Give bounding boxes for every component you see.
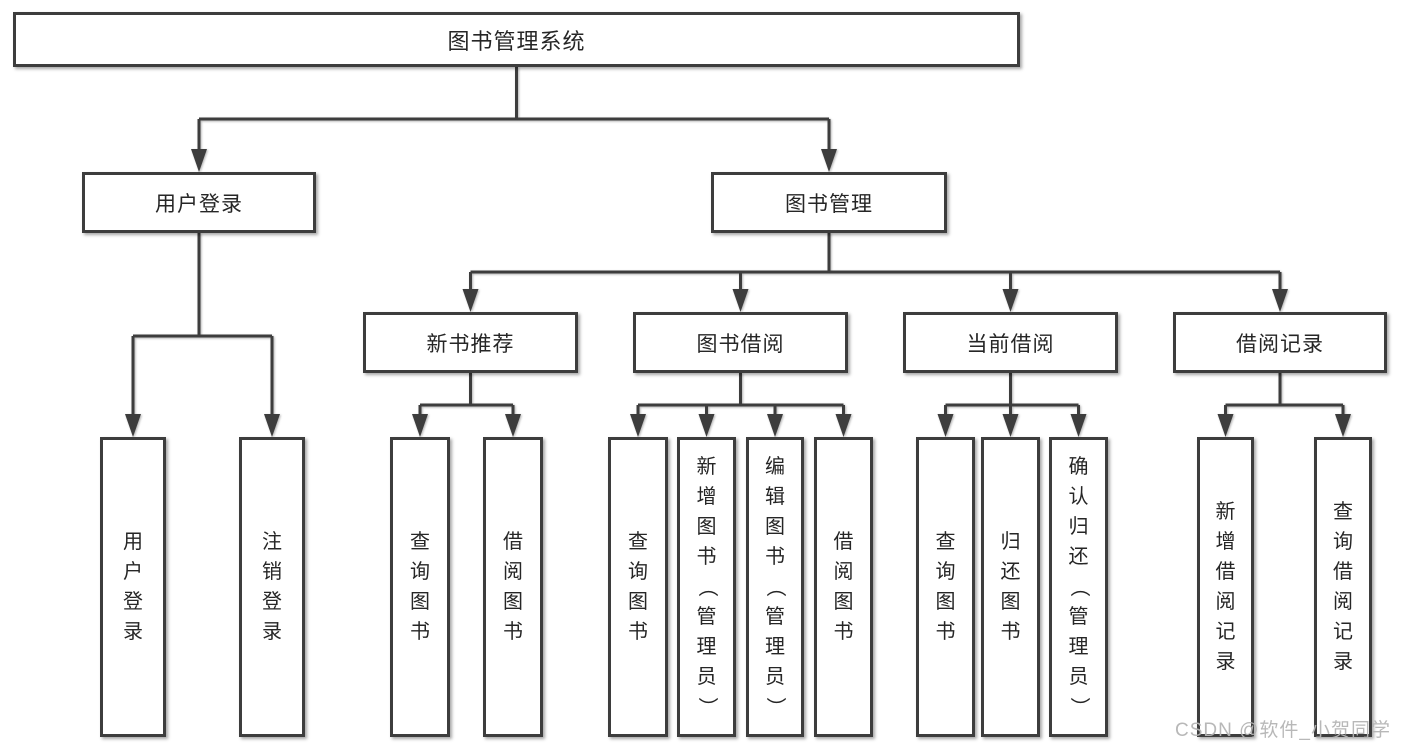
node-borrow-books-recommend: 借阅图书 bbox=[483, 437, 543, 737]
node-book-management: 图书管理 bbox=[711, 172, 947, 233]
node-label: 用户登录 bbox=[123, 531, 143, 643]
node-user-login: 用户登录 bbox=[82, 172, 316, 233]
node-confirm-return-admin: 确认归还（管理员） bbox=[1049, 437, 1108, 737]
node-label: 图书借阅 bbox=[696, 332, 785, 356]
csdn-watermark: CSDN @软件_小贺同学 bbox=[1175, 720, 1391, 741]
node-label: 图书管理系统 bbox=[447, 28, 586, 54]
node-label: 确认归还（管理员） bbox=[1067, 456, 1090, 717]
node-query-books-recommend: 查询图书 bbox=[390, 437, 450, 737]
node-label: 新书推荐 bbox=[426, 332, 515, 356]
node-borrow-books-action: 借阅图书 bbox=[814, 437, 873, 737]
node-label: 图书管理 bbox=[785, 192, 873, 216]
node-label: 借阅图书 bbox=[503, 531, 523, 643]
node-return-books: 归还图书 bbox=[981, 437, 1040, 737]
node-label: 当前借阅 bbox=[966, 332, 1055, 356]
node-label: 新增图书（管理员） bbox=[695, 456, 718, 717]
node-label: 借阅记录 bbox=[1236, 332, 1324, 356]
node-query-books-borrow: 查询图书 bbox=[608, 437, 668, 737]
node-library-system: 图书管理系统 bbox=[13, 12, 1020, 67]
node-label: 新增借阅记录 bbox=[1215, 501, 1236, 673]
node-logout-action: 注销登录 bbox=[239, 437, 305, 737]
node-label: 查询图书 bbox=[410, 531, 430, 643]
node-label: 借阅图书 bbox=[833, 531, 854, 643]
node-add-borrow-record: 新增借阅记录 bbox=[1197, 437, 1254, 737]
node-user-login-action: 用户登录 bbox=[100, 437, 166, 737]
node-label: 查询借阅记录 bbox=[1333, 501, 1353, 673]
node-label: 归还图书 bbox=[1000, 531, 1021, 643]
node-label: 查询图书 bbox=[628, 531, 648, 643]
node-book-borrowing: 图书借阅 bbox=[633, 312, 848, 373]
node-add-book-admin: 新增图书（管理员） bbox=[677, 437, 736, 737]
node-edit-book-admin: 编辑图书（管理员） bbox=[746, 437, 804, 737]
node-query-books-current: 查询图书 bbox=[916, 437, 975, 737]
node-query-borrow-record: 查询借阅记录 bbox=[1314, 437, 1372, 737]
node-borrowing-records: 借阅记录 bbox=[1173, 312, 1387, 373]
node-label: 用户登录 bbox=[155, 192, 243, 216]
node-label: 编辑图书（管理员） bbox=[764, 456, 786, 717]
node-label: 查询图书 bbox=[935, 531, 956, 643]
node-new-book-recommend: 新书推荐 bbox=[363, 312, 578, 373]
node-label: 注销登录 bbox=[262, 531, 282, 643]
node-current-borrowing: 当前借阅 bbox=[903, 312, 1118, 373]
